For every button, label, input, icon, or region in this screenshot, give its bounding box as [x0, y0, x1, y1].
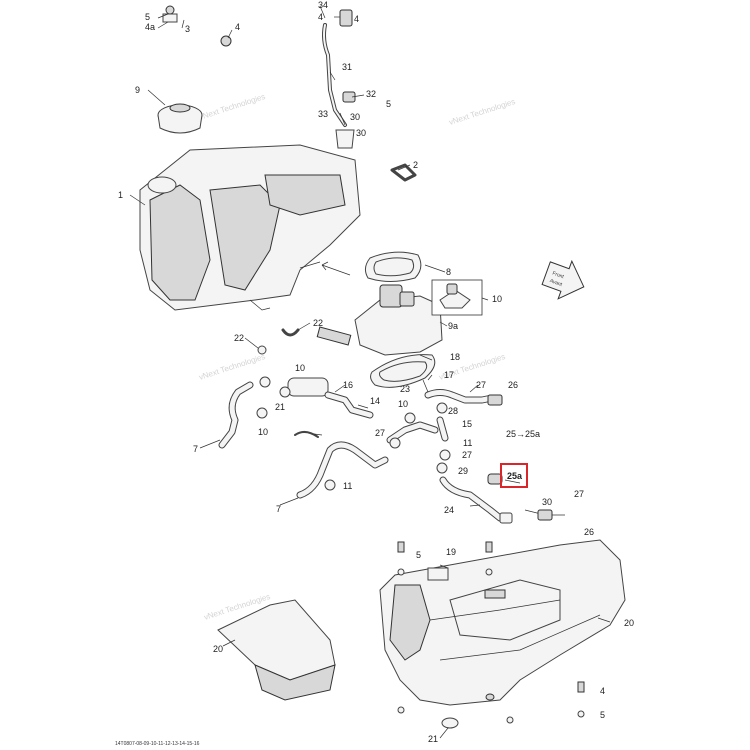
callout-11a: 14: [370, 396, 380, 406]
callout-10b: 10: [398, 399, 408, 409]
callout-27b: 28: [448, 406, 458, 416]
watermark-1: vNext Technologies: [198, 92, 267, 122]
callout-31: 34: [318, 0, 328, 10]
assembly-arrow: [321, 261, 351, 276]
callout-27a: 27: [476, 380, 486, 390]
vent-line-assembly: [162, 5, 356, 149]
callout-9a: 10: [492, 294, 502, 304]
callout-23b: 24: [444, 505, 454, 515]
clamp-part: [390, 163, 417, 182]
callout-7b: 7: [276, 504, 281, 514]
callout-34: 5: [386, 99, 391, 109]
callout-24: 25a: [507, 471, 523, 481]
callout-11b: 15: [462, 419, 472, 429]
fuel-pump-assembly: [354, 251, 443, 388]
callout-17: 20: [624, 618, 634, 628]
fuel-tank: [139, 144, 361, 311]
callout-33: 4: [354, 14, 359, 24]
fuel-hose-group-right: [424, 389, 565, 524]
highlight-box-24[interactable]: [500, 463, 528, 488]
callout-10e: 11: [343, 481, 352, 491]
callout-4-top-left: 5: [416, 550, 421, 560]
diagram-reference: 14T0807-08-09-10-11-12-13-14-15-16: [115, 741, 200, 747]
callout-8: 8: [446, 267, 451, 277]
pump-detail-box: [431, 279, 483, 316]
callout-30c: 33: [318, 109, 328, 119]
callout-leaders: [129, 5, 611, 739]
callout-20: 20: [213, 644, 223, 654]
fuel-hose-group-left: [218, 326, 439, 499]
callout-13: 16: [343, 380, 353, 390]
callout-19: 22: [313, 318, 323, 328]
callout-15: 18: [450, 352, 460, 362]
watermark-3: vNext Technologies: [198, 352, 267, 382]
callout-27c: 29: [458, 466, 468, 476]
skid-plate: [379, 539, 626, 706]
callout-25-25a-top: 26: [508, 380, 518, 390]
callout-27d: 30: [542, 497, 552, 507]
callout-10d: 11: [463, 438, 472, 448]
callout-10a: 10: [295, 363, 305, 373]
callout-30a: 31: [342, 62, 352, 72]
callout-26a: 27: [375, 428, 385, 438]
callout-6: 5: [145, 12, 150, 22]
callout-28: 30: [356, 128, 366, 138]
callout-5: 4a: [145, 22, 155, 32]
callout-10c: 10: [258, 427, 268, 437]
callout-5-bottom: 5: [600, 710, 605, 720]
callout-labels: 5 4a 3 4 9 1 2 34 4 4 31 32 33 30 5 30 8…: [118, 0, 634, 744]
callout-25a-bottom: 26: [584, 527, 594, 537]
callout-25a-top: 25→25a: [506, 429, 540, 439]
callout-2: 2: [413, 160, 418, 170]
callout-21: 21: [428, 734, 438, 744]
callout-32: 4: [318, 12, 323, 22]
callout-4-bottom: 4: [600, 686, 605, 696]
callout-7a: 7: [193, 444, 198, 454]
callout-12: 9: [135, 85, 140, 95]
watermark-2: vNext Technologies: [448, 97, 517, 127]
callout-22: 22: [234, 333, 244, 343]
callout-25-25a-bottom: 27: [574, 489, 584, 499]
callout-3: 3: [185, 24, 190, 34]
callout-30b: 32: [366, 89, 376, 99]
callout-16: 19: [446, 547, 456, 557]
hardware-group: [397, 541, 585, 729]
callout-1: 1: [118, 190, 123, 200]
filler-cap: [157, 103, 203, 134]
callout-26b: 27: [462, 450, 472, 460]
callout-18: 21: [275, 402, 285, 412]
avant-label: Avant: [549, 278, 564, 288]
heat-shield: [217, 599, 336, 701]
callout-29: 30: [350, 112, 360, 122]
front-direction-arrow: Front Avant: [541, 259, 585, 300]
front-label: Front: [552, 271, 566, 281]
callout-23a: 23: [400, 384, 410, 394]
callout-4a: 4: [235, 22, 240, 32]
callout-9: 9a: [448, 321, 458, 331]
callout-14: 17: [444, 370, 454, 380]
